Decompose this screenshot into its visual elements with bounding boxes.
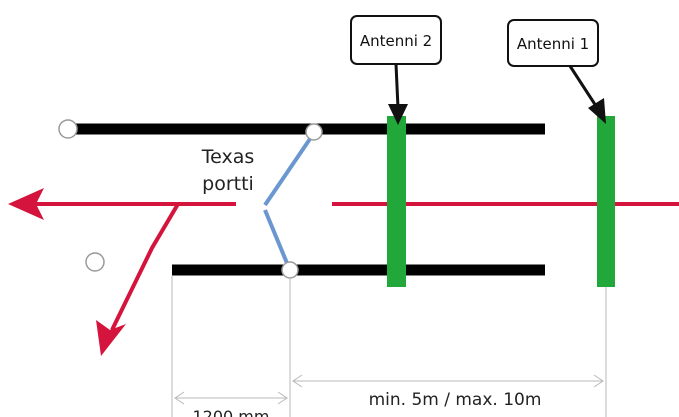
path-arrowhead-down [96,320,126,356]
distance-dim-arrow-right [593,374,604,388]
path-arrowhead-left [8,188,44,220]
width-dimension-label: 1200 mm [193,407,270,417]
antenna-2-callout-label: Antenni 2 [360,32,432,50]
distance-dim-arrow-left [292,374,303,388]
gate-label-line1: Texas [201,146,255,168]
gate-label-line2: portti [202,173,254,195]
antenna-1-callout-box [507,19,599,67]
antenna-1-callout-label: Antenni 1 [517,35,589,53]
antenna-2-pointer-head [388,104,408,125]
gate-pivot-upper [305,123,323,141]
antenna-1-bar [597,116,615,287]
antenna-2-pointer-line [394,63,400,109]
gate-pivot-lower [281,261,299,279]
width-dim-arrow-right [277,391,288,405]
antenna-2-callout-box [350,15,442,65]
hinge-top-left [58,119,78,139]
antenna-2-bar [387,116,406,287]
hinge-bottom-left [85,252,105,272]
path-branch-line [110,202,180,331]
gate-leaf-upper [263,131,316,207]
gate-leaf-lower [263,209,291,269]
distance-dimension-label: min. 5m / max. 10m [369,390,542,410]
antenna-1-pointer-head [588,98,606,124]
antenna-1-pointer-line [568,65,598,107]
width-dim-arrow-left [174,391,185,405]
